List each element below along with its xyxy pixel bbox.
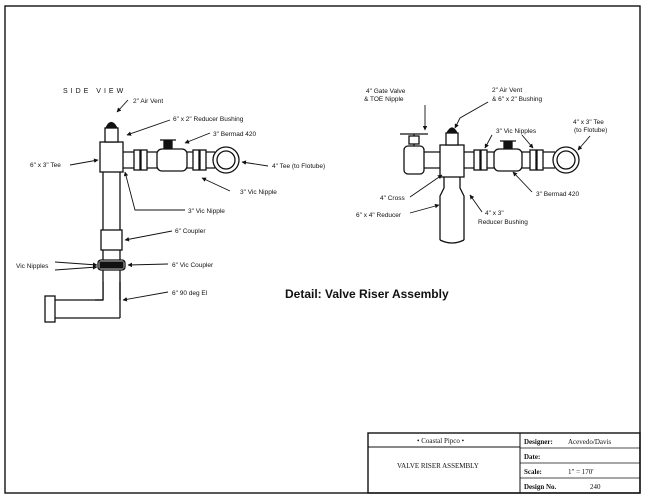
design-no-label: Design No. <box>524 483 557 491</box>
title-block <box>367 432 641 494</box>
label-tee-flotube: 4" Tee (to Flotube) <box>272 163 325 170</box>
label-bermad: 3" Bermad 420 <box>213 131 257 138</box>
scale-value: 1" = 170' <box>568 468 594 476</box>
side-view-leaders <box>54 99 269 302</box>
side-view-drawing <box>44 121 240 323</box>
detail-view-drawing <box>400 127 580 244</box>
label-vic-nipple-lower: 3" Vic Nipple <box>188 208 225 215</box>
drawing-title: Detail: Valve Riser Assembly <box>285 287 449 301</box>
detail-view-leaders <box>409 101 591 214</box>
sheet-border <box>4 5 641 494</box>
label-detail-reducer: 6" x 4" Reducer <box>356 212 402 219</box>
label-coupler: 6" Coupler <box>175 228 206 235</box>
date-label: Date: <box>524 453 540 461</box>
label-vic-nipples: Vic Nipples <box>16 263 49 270</box>
design-no-value: 240 <box>590 483 601 491</box>
designer-label: Designer: <box>524 438 553 446</box>
label-detail-reducer-bushing-2: Reducer Bushing <box>478 219 528 226</box>
label-detail-tee-2: (to Flotube) <box>574 127 607 134</box>
label-detail-tee: 4" x 3" Tee <box>573 119 604 126</box>
scale-label: Scale: <box>524 468 542 476</box>
designer-value: Acevedo/Davis <box>568 438 611 446</box>
label-gate-valve-2: & TOE Nipple <box>364 96 404 103</box>
label-gate-valve: 4" Gate Valve <box>366 88 406 95</box>
label-reducer-bushing: 6" x 2" Reducer Bushing <box>173 116 244 123</box>
company-name: • Coastal Pipco • <box>417 437 465 445</box>
label-air-vent: 2" Air Vent <box>133 98 163 105</box>
side-view-heading: SIDE VIEW <box>63 88 126 95</box>
label-tee-6x3: 6" x 3" Tee <box>30 162 61 169</box>
label-detail-reducer-bushing: 4" x 3" <box>485 210 504 217</box>
label-detail-air-vent: 2" Air Vent <box>492 87 522 94</box>
label-detail-cross: 4" Cross <box>380 195 405 202</box>
label-elbow: 6" 90 deg El <box>172 290 208 297</box>
label-detail-air-vent-2: & 6" x 2" Bushing <box>492 96 543 103</box>
label-detail-vic-nipples: 3" Vic Nipples <box>496 128 537 135</box>
label-vic-coupler: 6" Vic Coupler <box>172 262 214 269</box>
title-block-drawing-title: VALVE RISER ASSEMBLY <box>397 462 479 470</box>
label-vic-nipple-right: 3" Vic Nipple <box>240 189 277 196</box>
label-detail-bermad: 3" Bermad 420 <box>536 191 580 198</box>
